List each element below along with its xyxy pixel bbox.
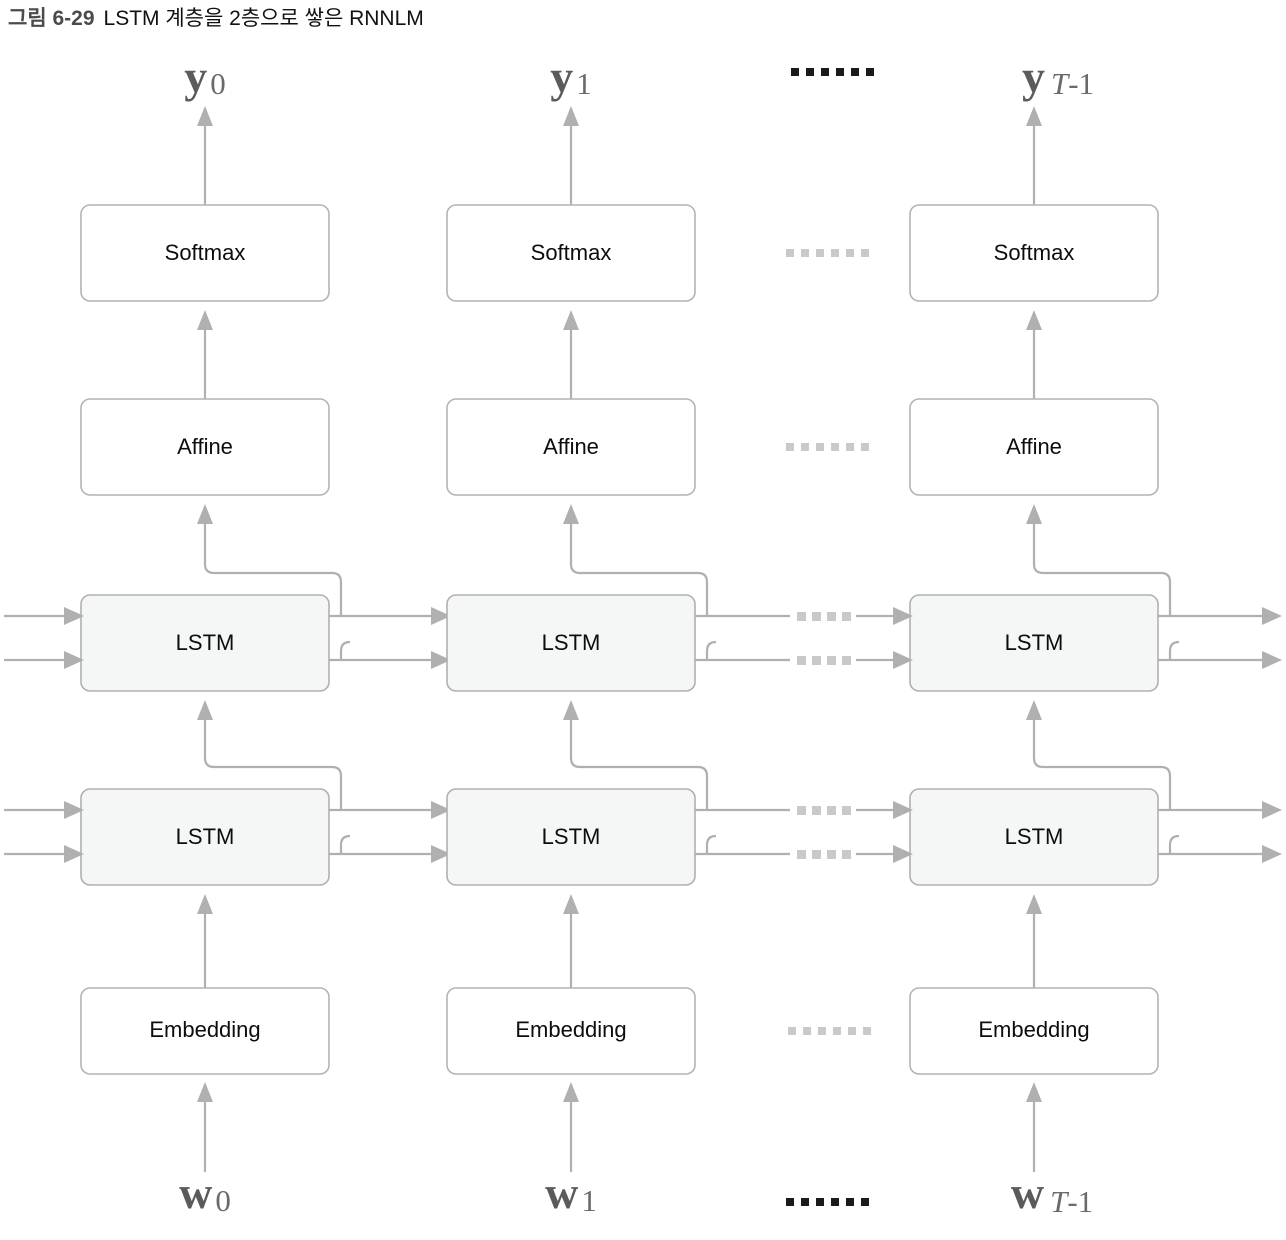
input-label-t0-main: w [179,1167,212,1218]
box-lstm-upper-t0: LSTM [80,594,330,692]
box-embedding-t0: Embedding [80,987,330,1075]
box-lstm-lower-tT1: LSTM [909,788,1159,886]
box-label-affine-t0: Affine [177,434,233,459]
edge-lstm-lower-to-lstm-upper-t0 [197,700,343,811]
edge-recurrent-out-lower-tT1 [1158,801,1282,863]
box-embedding-tT1: Embedding [909,987,1159,1075]
box-label-lstm-lower-tT1: LSTM [1005,824,1064,849]
edge-input-to-embedding-t1 [563,1082,579,1172]
box-label-affine-tT1: Affine [1006,434,1062,459]
input-label-t1-main: w [545,1167,578,1218]
box-softmax-t1: Softmax [446,204,696,302]
box-embedding-t1: Embedding [446,987,696,1075]
edge-lstm-upper-to-affine-tT1 [1026,504,1172,617]
edge-recurrent-t0-to-t1-lower [329,801,451,863]
box-label-softmax-tT1: Softmax [994,240,1075,265]
edge-lstm-upper-to-affine-t0 [197,504,343,617]
figure-number: 그림 6-29 [8,7,95,30]
box-label-embedding-tT1: Embedding [978,1017,1089,1042]
edge-recurrent-in-lower-tT1 [856,801,913,863]
input-label-t1-sub: 1 [581,1183,597,1218]
output-label-t0: y0 [184,51,226,102]
edge-input-to-embedding-t0 [197,1082,213,1172]
box-softmax-tT1: Softmax [909,204,1159,302]
embedding-row-ellipsis-icon [788,1027,871,1035]
edge-recurrent-t0-to-t1-upper [329,607,451,669]
output-label-t0-sub: 0 [210,66,226,101]
edge-recurrent-in-upper-t0 [4,607,84,669]
box-label-softmax-t1: Softmax [531,240,612,265]
affine-row-ellipsis-icon [786,443,869,451]
input-label-tT1-sub-t: T [1050,1184,1070,1219]
box-label-embedding-t1: Embedding [515,1017,626,1042]
lstm-upper-h-ellipsis-icon [797,612,851,621]
edge-softmax-to-output-tT1 [1026,106,1042,205]
edge-embedding-to-lstm-lower-t1 [563,894,579,988]
edge-recurrent-in-lower-t0 [4,801,84,863]
lstm-lower-c-ellipsis-icon [797,850,851,859]
edge-recurrent-out-upper-tT1 [1158,607,1282,669]
output-label-t1-sub: 1 [576,66,592,101]
box-lstm-lower-t0: LSTM [80,788,330,886]
output-label-tT1-main: y [1022,51,1045,102]
box-label-affine-t1: Affine [543,434,599,459]
box-label-lstm-upper-tT1: LSTM [1005,630,1064,655]
edge-lstm-lower-to-lstm-upper-tT1 [1026,700,1172,811]
input-label-t1: w1 [545,1167,597,1218]
box-label-lstm-upper-t0: LSTM [176,630,235,655]
input-label-tT1-main: w [1011,1167,1044,1218]
output-label-t1-main: y [550,51,573,102]
box-label-lstm-upper-t1: LSTM [542,630,601,655]
box-label-embedding-t0: Embedding [149,1017,260,1042]
box-affine-tT1: Affine [909,398,1159,496]
box-label-lstm-lower-t1: LSTM [542,824,601,849]
bottom-input-ellipsis-icon [786,1198,869,1206]
top-output-ellipsis-icon [791,68,874,76]
input-label-t0: w0 [179,1167,231,1218]
box-affine-t0: Affine [80,398,330,496]
edge-softmax-to-output-t1 [563,106,579,205]
edge-softmax-to-output-t0 [197,106,213,205]
box-lstm-lower-t1: LSTM [446,788,696,886]
edge-recurrent-in-upper-tT1 [856,607,913,669]
edge-recurrent-t1-out-lower [695,808,790,856]
box-lstm-upper-tT1: LSTM [909,594,1159,692]
box-softmax-t0: Softmax [80,204,330,302]
box-lstm-upper-t1: LSTM [446,594,696,692]
lstm-lower-h-ellipsis-icon [797,806,851,815]
input-label-t0-sub: 0 [215,1183,231,1218]
edge-embedding-to-lstm-lower-t0 [197,894,213,988]
box-label-lstm-lower-t0: LSTM [176,824,235,849]
box-label-softmax-t0: Softmax [165,240,246,265]
output-label-tT1-sub-t: T [1051,66,1071,101]
box-affine-t1: Affine [446,398,696,496]
lstm-upper-c-ellipsis-icon [797,656,851,665]
edge-input-to-embedding-tT1 [1026,1082,1042,1172]
edge-lstm-upper-to-affine-t1 [563,504,709,617]
output-label-tT1-sub-rest: -1 [1068,66,1094,101]
figure-title: LSTM 계층을 2층으로 쌓은 RNNLM [103,7,424,30]
edge-embedding-to-lstm-lower-tT1 [1026,894,1042,988]
softmax-row-ellipsis-icon [786,249,869,257]
output-label-t1: y1 [550,51,592,102]
output-label-t0-main: y [184,51,207,102]
figure-caption: 그림 6-29 LSTM 계층을 2층으로 쌓은 RNNLM [8,6,424,32]
edge-recurrent-t1-out-upper [695,614,790,662]
edge-lstm-lower-to-lstm-upper-t1 [563,700,709,811]
input-label-tT1-sub-rest: -1 [1067,1184,1093,1219]
